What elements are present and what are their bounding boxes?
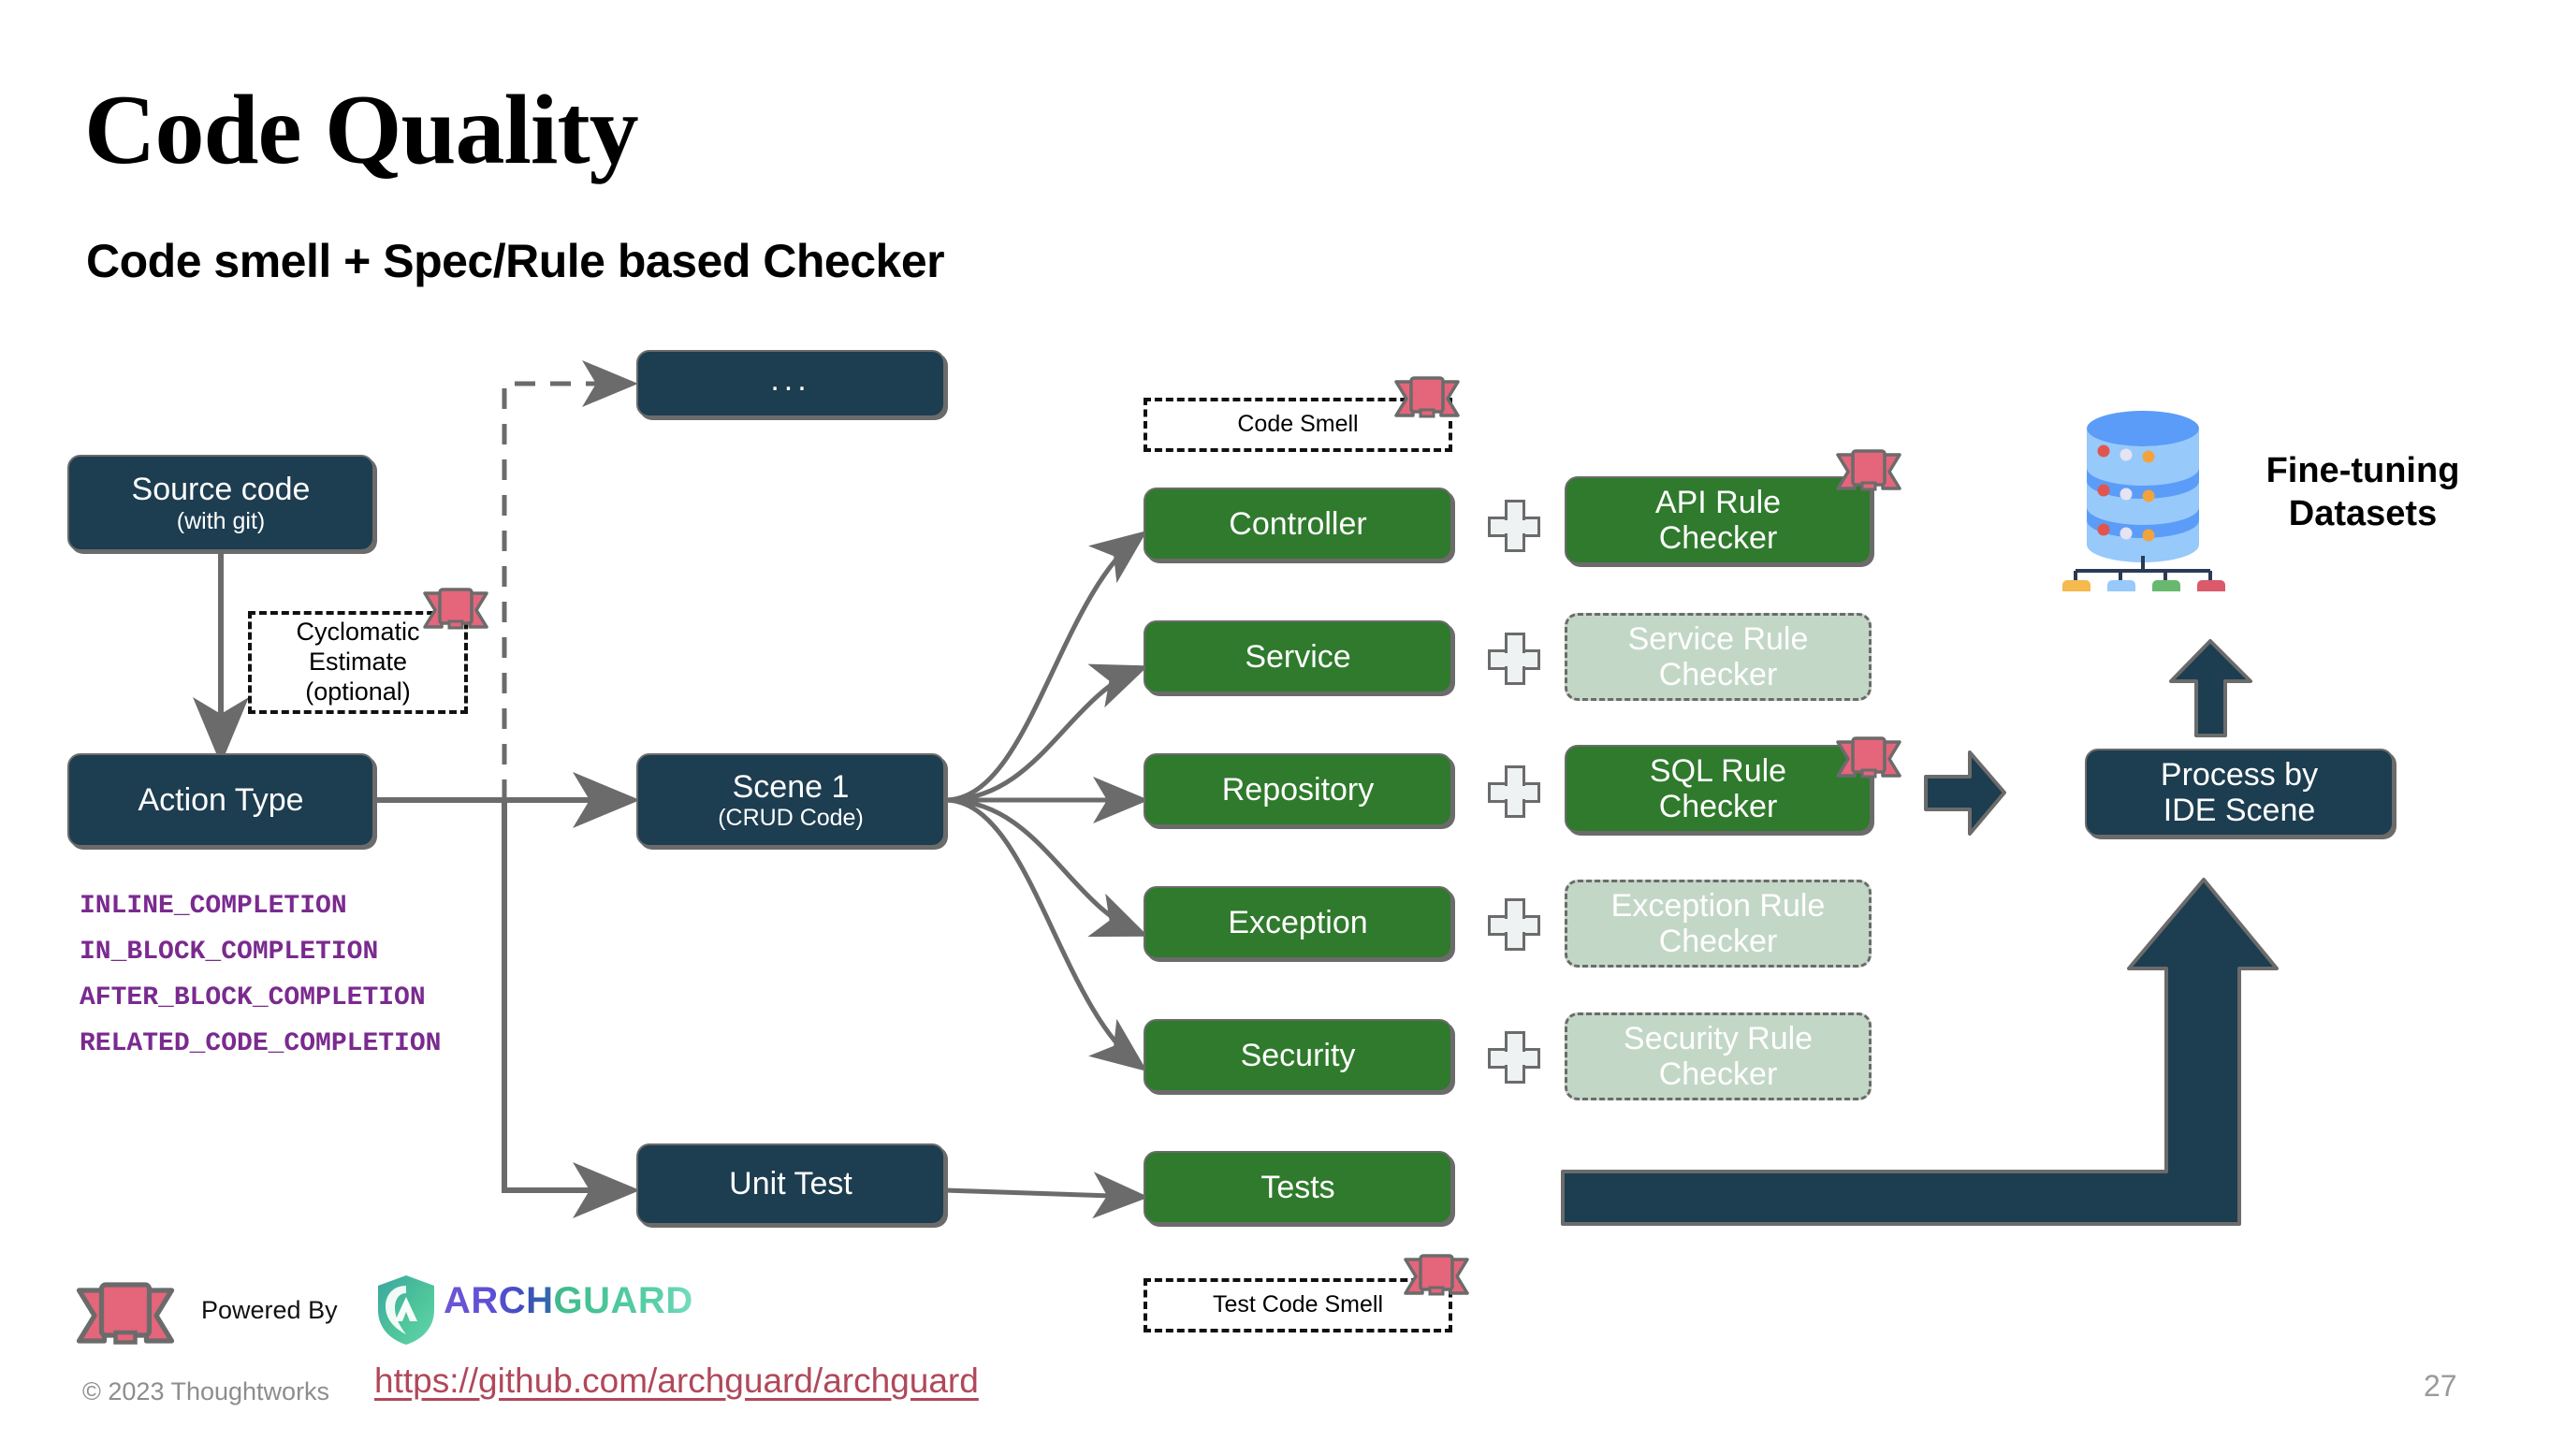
annotation-cyclomatic-estimate: Cyclomatic Estimate (optional) <box>248 611 468 714</box>
node-source-code-title: Source code <box>131 472 311 508</box>
code-smell-label: Code Smell <box>1237 411 1359 438</box>
powered-by-label: Powered By <box>201 1296 338 1324</box>
repository-link[interactable]: https://github.com/archguard/archguard <box>374 1361 979 1400</box>
node-checker-api-rule[interactable]: API Rule Checker <box>1565 476 1872 564</box>
node-process-line-2: IDE Scene <box>2163 793 2316 828</box>
node-checker-service-rule[interactable]: Service Rule Checker <box>1565 613 1872 701</box>
node-code-service[interactable]: Service <box>1144 620 1452 693</box>
node-scene-1[interactable]: Scene 1 (CRUD Code) <box>636 753 945 847</box>
ribbon-icon <box>1404 1254 1469 1299</box>
archguard-shield-icon <box>374 1273 438 1347</box>
page-title: Code Quality <box>84 75 639 184</box>
arrow-right-to-process-icon <box>1923 749 2007 837</box>
completion-item: INLINE_COMPLETION <box>80 892 347 921</box>
checker-service-line-1: Service Rule <box>1627 620 1809 657</box>
node-process-by-ide-scene[interactable]: Process by IDE Scene <box>2085 749 2394 837</box>
node-checker-sql-rule[interactable]: SQL Rule Checker <box>1565 745 1872 833</box>
checker-sql-line-2: Checker <box>1658 789 1778 824</box>
fine-tuning-datasets-label: Fine-tuning Datasets <box>2241 449 2484 536</box>
ribbon-icon <box>1836 449 1901 494</box>
node-unit-test[interactable]: Unit Test <box>636 1143 945 1225</box>
database-icon <box>2059 404 2227 612</box>
checker-api-line-1: API Rule <box>1654 484 1782 520</box>
checker-exception-line-2: Checker <box>1658 924 1778 959</box>
fine-tuning-line-2: Datasets <box>2288 494 2438 534</box>
arrow-up-to-datasets-icon <box>2166 636 2255 739</box>
cyclomatic-line-2: Estimate <box>308 648 408 677</box>
annotation-test-code-smell: Test Code Smell <box>1144 1278 1452 1332</box>
completion-item: IN_BLOCK_COMPLETION <box>80 938 379 967</box>
ribbon-icon <box>1836 736 1901 781</box>
checker-sql-line-1: SQL Rule <box>1649 752 1787 789</box>
node-source-code[interactable]: Source code (with git) <box>67 455 374 551</box>
node-action-type-title: Action Type <box>138 781 304 818</box>
completion-type-list: INLINE_COMPLETION IN_BLOCK_COMPLETION AF… <box>80 894 441 1077</box>
plus-icon <box>1488 765 1540 818</box>
checker-api-line-2: Checker <box>1658 520 1778 556</box>
completion-item: RELATED_CODE_COMPLETION <box>80 1029 442 1058</box>
node-code-controller-label: Controller <box>1229 505 1367 542</box>
checker-service-line-2: Checker <box>1658 657 1778 692</box>
ribbon-icon <box>73 1282 178 1349</box>
plus-icon <box>1488 633 1540 685</box>
node-code-controller[interactable]: Controller <box>1144 488 1452 561</box>
page-subtitle: Code smell + Spec/Rule based Checker <box>86 235 945 287</box>
node-process-line-1: Process by <box>2160 756 2319 793</box>
cyclomatic-line-1: Cyclomatic <box>296 618 420 647</box>
page-number: 27 <box>2424 1369 2457 1403</box>
node-source-code-subtitle: (with git) <box>176 507 266 534</box>
completion-item: AFTER_BLOCK_COMPLETION <box>80 983 426 1012</box>
archguard-wordmark: ARCHGUARD <box>444 1280 693 1322</box>
plus-icon <box>1488 1031 1540 1084</box>
archguard-word-part2: GUARD <box>553 1280 693 1321</box>
fine-tuning-line-1: Fine-tuning <box>2265 451 2460 490</box>
node-code-security[interactable]: Security <box>1144 1019 1452 1092</box>
node-code-tests[interactable]: Tests <box>1144 1151 1452 1224</box>
copyright-text: © 2023 Thoughtworks <box>82 1377 330 1405</box>
node-checker-exception-rule[interactable]: Exception Rule Checker <box>1565 880 1872 968</box>
node-ellipsis[interactable]: ... <box>636 350 945 417</box>
node-code-exception[interactable]: Exception <box>1144 886 1452 959</box>
node-action-type[interactable]: Action Type <box>67 753 374 847</box>
ribbon-icon <box>423 588 488 633</box>
annotation-code-smell: Code Smell <box>1144 398 1452 452</box>
arrow-feedback-to-process-icon <box>1549 870 2297 1226</box>
node-ellipsis-title: ... <box>770 361 811 398</box>
node-scene-1-subtitle: (CRUD Code) <box>718 805 864 832</box>
checker-security-line-1: Security Rule <box>1623 1020 1814 1056</box>
node-checker-security-rule[interactable]: Security Rule Checker <box>1565 1012 1872 1100</box>
node-code-repository[interactable]: Repository <box>1144 753 1452 826</box>
archguard-word-part1: ARCH <box>444 1280 554 1321</box>
node-code-service-label: Service <box>1245 638 1351 675</box>
checker-security-line-2: Checker <box>1658 1056 1778 1092</box>
plus-icon <box>1488 500 1540 552</box>
node-scene-1-title: Scene 1 <box>732 768 850 805</box>
node-code-tests-label: Tests <box>1260 1169 1335 1205</box>
plus-icon <box>1488 898 1540 951</box>
ribbon-icon <box>1394 376 1460 421</box>
node-unit-test-title: Unit Test <box>729 1166 852 1202</box>
test-code-smell-label: Test Code Smell <box>1212 1291 1384 1318</box>
checker-exception-line-1: Exception Rule <box>1610 887 1826 924</box>
node-code-exception-label: Exception <box>1228 904 1368 940</box>
node-code-repository-label: Repository <box>1221 771 1375 808</box>
node-code-security-label: Security <box>1240 1037 1356 1073</box>
cyclomatic-line-3: (optional) <box>305 677 411 706</box>
